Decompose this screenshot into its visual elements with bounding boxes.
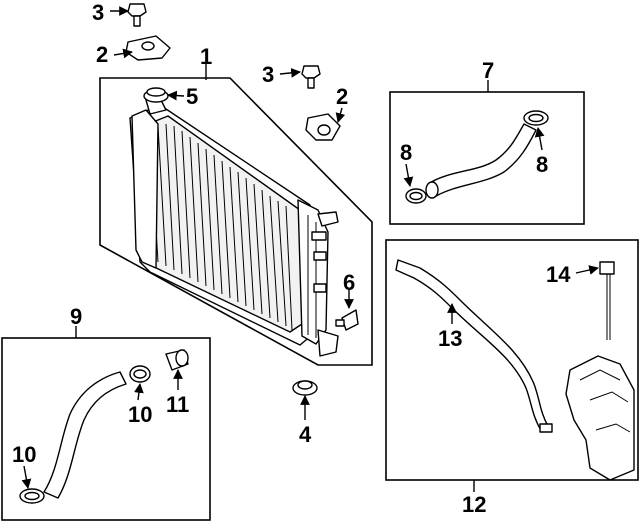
callout-7: 7 [482,58,494,83]
callout-3-left: 3 [92,0,104,25]
radiator[interactable] [129,97,339,357]
reservoir-frame [385,239,639,481]
callout-8-right: 8 [536,152,548,177]
bolt-left[interactable] [127,3,147,27]
callout-11: 11 [166,392,189,417]
callout-1: 1 [200,44,212,69]
leaders [21,6,599,492]
hose-clamp-upper-right[interactable] [523,110,549,126]
hose-clamp-upper-left[interactable] [405,188,427,204]
callout-3-right: 3 [262,62,274,87]
lower-hose-frame [1,337,211,521]
callout-10-right: 10 [128,402,152,427]
hose-clamp-lower-right[interactable] [129,365,151,383]
upper-isolator-left[interactable] [125,35,171,61]
coolant-reservoir[interactable] [565,355,635,481]
callout-8-left: 8 [400,140,412,165]
radiator-cap[interactable] [143,87,169,103]
hose-connector[interactable] [165,349,189,371]
callout-2-left: 2 [96,42,108,67]
callout-14: 14 [546,262,571,287]
callout-2-right: 2 [336,84,348,109]
reservoir-cap[interactable] [599,261,615,340]
bolt-right[interactable] [301,65,321,89]
upper-isolator-right[interactable] [305,113,341,141]
callout-6: 6 [343,270,355,295]
callout-4: 4 [299,422,312,447]
upper-hose-frame [389,91,585,225]
callout-12: 12 [462,492,486,517]
hose-clamp-lower-left[interactable] [19,488,45,504]
callout-9: 9 [70,304,82,329]
drain-plug[interactable] [335,309,359,331]
overflow-hose[interactable] [395,259,553,433]
radiator-group-frame [99,77,373,366]
lower-hose[interactable] [43,371,127,499]
callout-5: 5 [186,84,198,109]
callout-13: 13 [438,326,462,351]
callout-10-left: 10 [12,442,36,467]
upper-hose[interactable] [425,123,537,199]
lower-grommet[interactable] [292,380,318,396]
